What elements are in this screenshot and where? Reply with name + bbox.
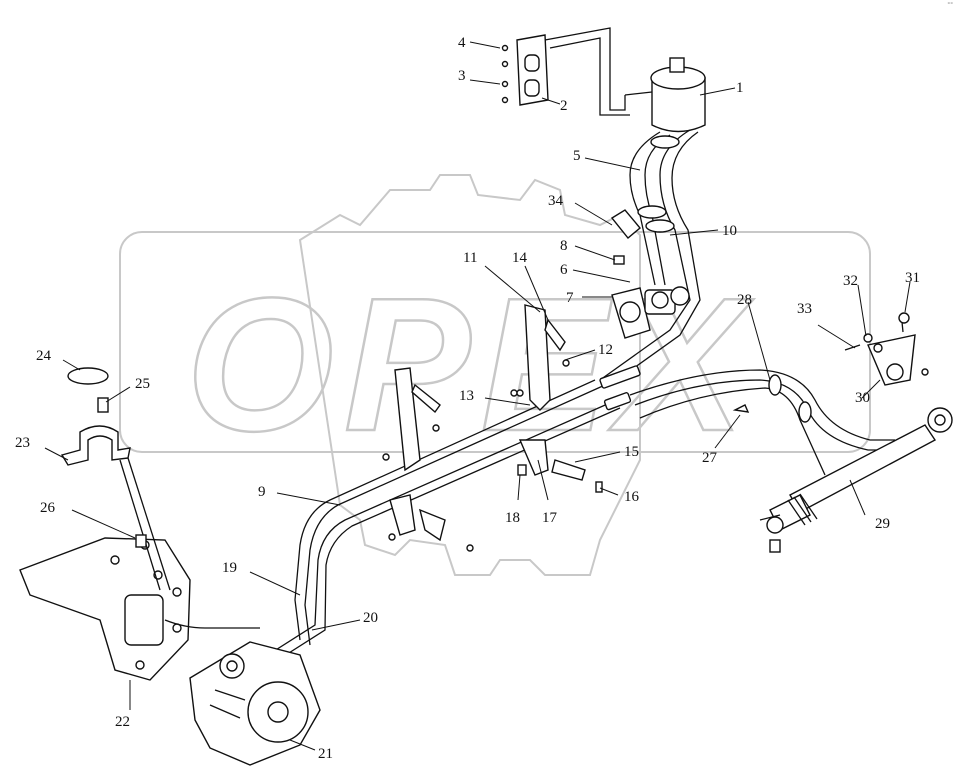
callout-16: 16: [624, 489, 640, 505]
main-pressure-lines: [259, 365, 641, 666]
callout-7: 7: [566, 290, 574, 306]
callout-8: 8: [560, 238, 568, 254]
reservoir-tank: [624, 57, 706, 133]
callout-2: 2: [560, 98, 568, 114]
filter-valve-assembly: [611, 255, 690, 339]
callout-21: 21: [318, 746, 333, 762]
callout-25: 25: [135, 376, 150, 392]
callout-20: 20: [363, 610, 378, 626]
reservoir-bracket: [501, 27, 630, 116]
line-clamps: [382, 304, 603, 552]
callout-26: 26: [40, 500, 56, 516]
callout-28: 28: [737, 292, 752, 308]
callout-29: 29: [875, 516, 890, 532]
callout-6: 6: [560, 262, 568, 278]
cylinder-bracket: [844, 312, 929, 386]
callout-13: 13: [459, 388, 474, 404]
corner-mark: °°: [947, 2, 953, 9]
callout-10: 10: [722, 223, 737, 239]
callout-33: 33: [797, 301, 812, 317]
callout-14: 14: [512, 250, 528, 266]
callout-27: 27: [702, 450, 718, 466]
watermark-logo: OPEX: [119, 174, 871, 576]
callout-1: 1: [736, 80, 744, 96]
callout-32: 32: [843, 273, 858, 289]
reservoir-hoses: [599, 129, 701, 386]
callout-15: 15: [624, 444, 639, 460]
callout-12: 12: [598, 342, 613, 358]
callout-18: 18: [505, 510, 520, 526]
callout-labels: 1 2 3 4 5 6 7 8 9 10 11 12 13 14 15 16 1…: [15, 35, 920, 762]
callout-23: 23: [15, 435, 30, 451]
callout-9: 9: [258, 484, 266, 500]
callout-4: 4: [458, 35, 466, 51]
steering-pump: [189, 641, 321, 766]
callout-30: 30: [855, 390, 870, 406]
callout-24: 24: [36, 348, 52, 364]
callout-3: 3: [458, 68, 466, 84]
callout-17: 17: [542, 510, 558, 526]
callout-11: 11: [463, 250, 477, 266]
pump-bracket: [19, 537, 260, 681]
callout-19: 19: [222, 560, 237, 576]
power-steering-cylinder: [759, 407, 953, 553]
hose-clip: [610, 209, 641, 239]
cylinder-lines: [629, 369, 895, 476]
hose-clip-assembly: [60, 367, 171, 591]
callout-34: 34: [548, 193, 564, 209]
callout-31: 31: [905, 270, 920, 286]
leader-lines: [44, 41, 911, 751]
callout-5: 5: [573, 148, 581, 164]
bolt-26: [135, 534, 147, 548]
callout-22: 22: [115, 714, 130, 730]
